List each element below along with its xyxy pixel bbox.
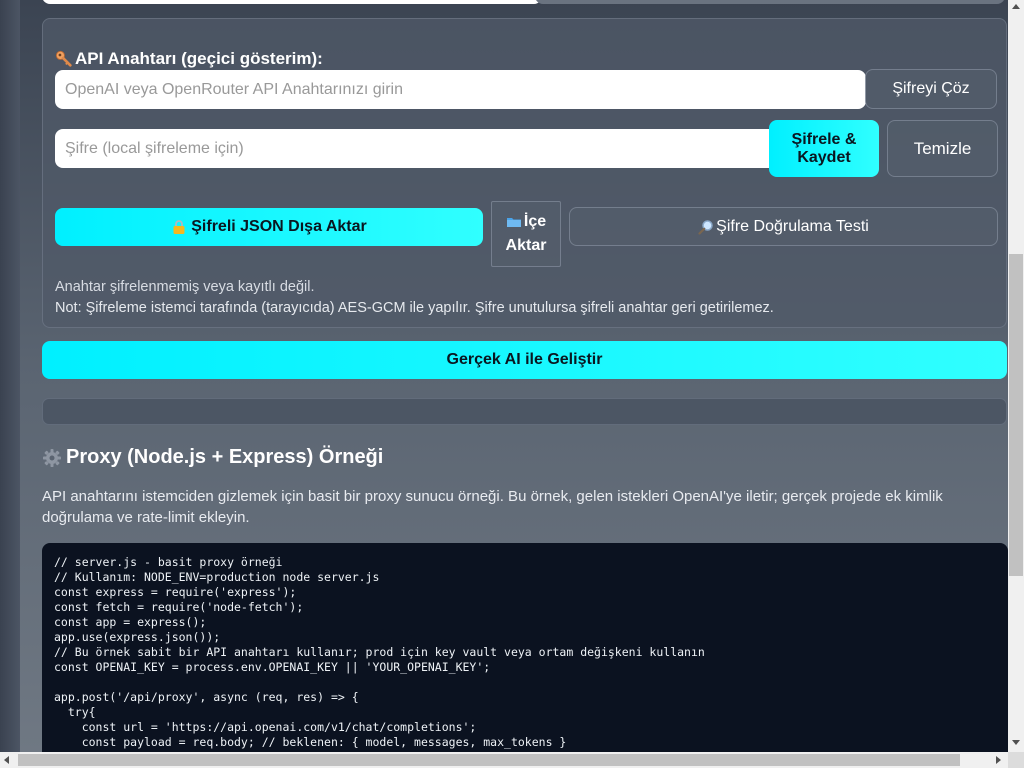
proxy-heading: Proxy (Node.js + Express) Örneği [42,446,383,469]
top-input-remnant[interactable] [42,0,542,4]
password-placeholder: Şifre (local şifreleme için) [65,139,244,157]
export-json-button[interactable]: Şifreli JSON Dışa Aktar [55,208,483,246]
api-key-card: API Anahtarı (geçici gösterim): OpenAI v… [42,18,1007,328]
horizontal-scroll-thumb[interactable] [18,754,960,766]
api-key-placeholder: OpenAI veya OpenRouter API Anahtarınızı … [65,80,403,98]
encryption-note: Not: Şifreleme istemci tarafında (tarayı… [55,300,774,316]
decrypt-button[interactable]: Şifreyi Çöz [865,69,997,109]
encrypt-save-button[interactable]: Şifrele & Kaydet [769,120,879,177]
clear-button[interactable]: Temizle [887,120,998,177]
password-test-label: Şifre Doğrulama Testi [716,217,869,235]
password-test-button[interactable]: Şifre Doğrulama Testi [569,207,998,246]
export-json-label: Şifreli JSON Dışa Aktar [191,218,367,235]
scroll-up-arrow-icon[interactable] [1012,4,1020,9]
password-input[interactable]: Şifre (local şifreleme için) [55,129,780,168]
status-area: Anahtar şifrelenmemiş veya kayıtlı değil… [55,277,774,319]
vertical-scroll-thumb[interactable] [1009,254,1023,576]
import-label-line1: İçe [523,213,547,230]
key-status-text: Anahtar şifrelenmemiş veya kayıtlı değil… [55,279,315,295]
main-content: API Anahtarı (geçici gösterim): OpenAI v… [20,0,1008,752]
output-bar [42,398,1007,425]
api-key-title: API Anahtarı (geçici gösterim): [55,49,323,69]
proxy-heading-text: Proxy (Node.js + Express) Örneği [66,446,384,468]
proxy-code-block: // server.js - basit proxy örneği // Kul… [42,543,1008,752]
scroll-down-arrow-icon[interactable] [1012,740,1020,745]
proxy-description: API anahtarını istemciden gizlemek için … [42,488,943,526]
vertical-scrollbar[interactable] [1008,0,1024,752]
scroll-left-arrow-icon[interactable] [4,756,9,764]
key-icon [55,50,72,67]
scroll-right-arrow-icon[interactable] [996,756,1001,764]
scrollbar-corner [1008,752,1024,768]
left-page-edge [0,0,20,768]
top-panel-remnant [535,0,1005,4]
import-button[interactable]: İçe Aktar [491,201,561,267]
horizontal-scrollbar[interactable] [0,752,1008,768]
lock-icon [173,220,185,234]
api-key-title-text: API Anahtarı (geçici gösterim): [75,49,323,68]
folder-icon [506,218,521,227]
magnifier-icon [698,219,713,235]
gear-icon [43,448,61,467]
improve-with-ai-button[interactable]: Gerçek AI ile Geliştir [42,341,1007,379]
import-label-line2: Aktar [505,237,547,254]
api-key-input[interactable]: OpenAI veya OpenRouter API Anahtarınızı … [55,70,866,109]
